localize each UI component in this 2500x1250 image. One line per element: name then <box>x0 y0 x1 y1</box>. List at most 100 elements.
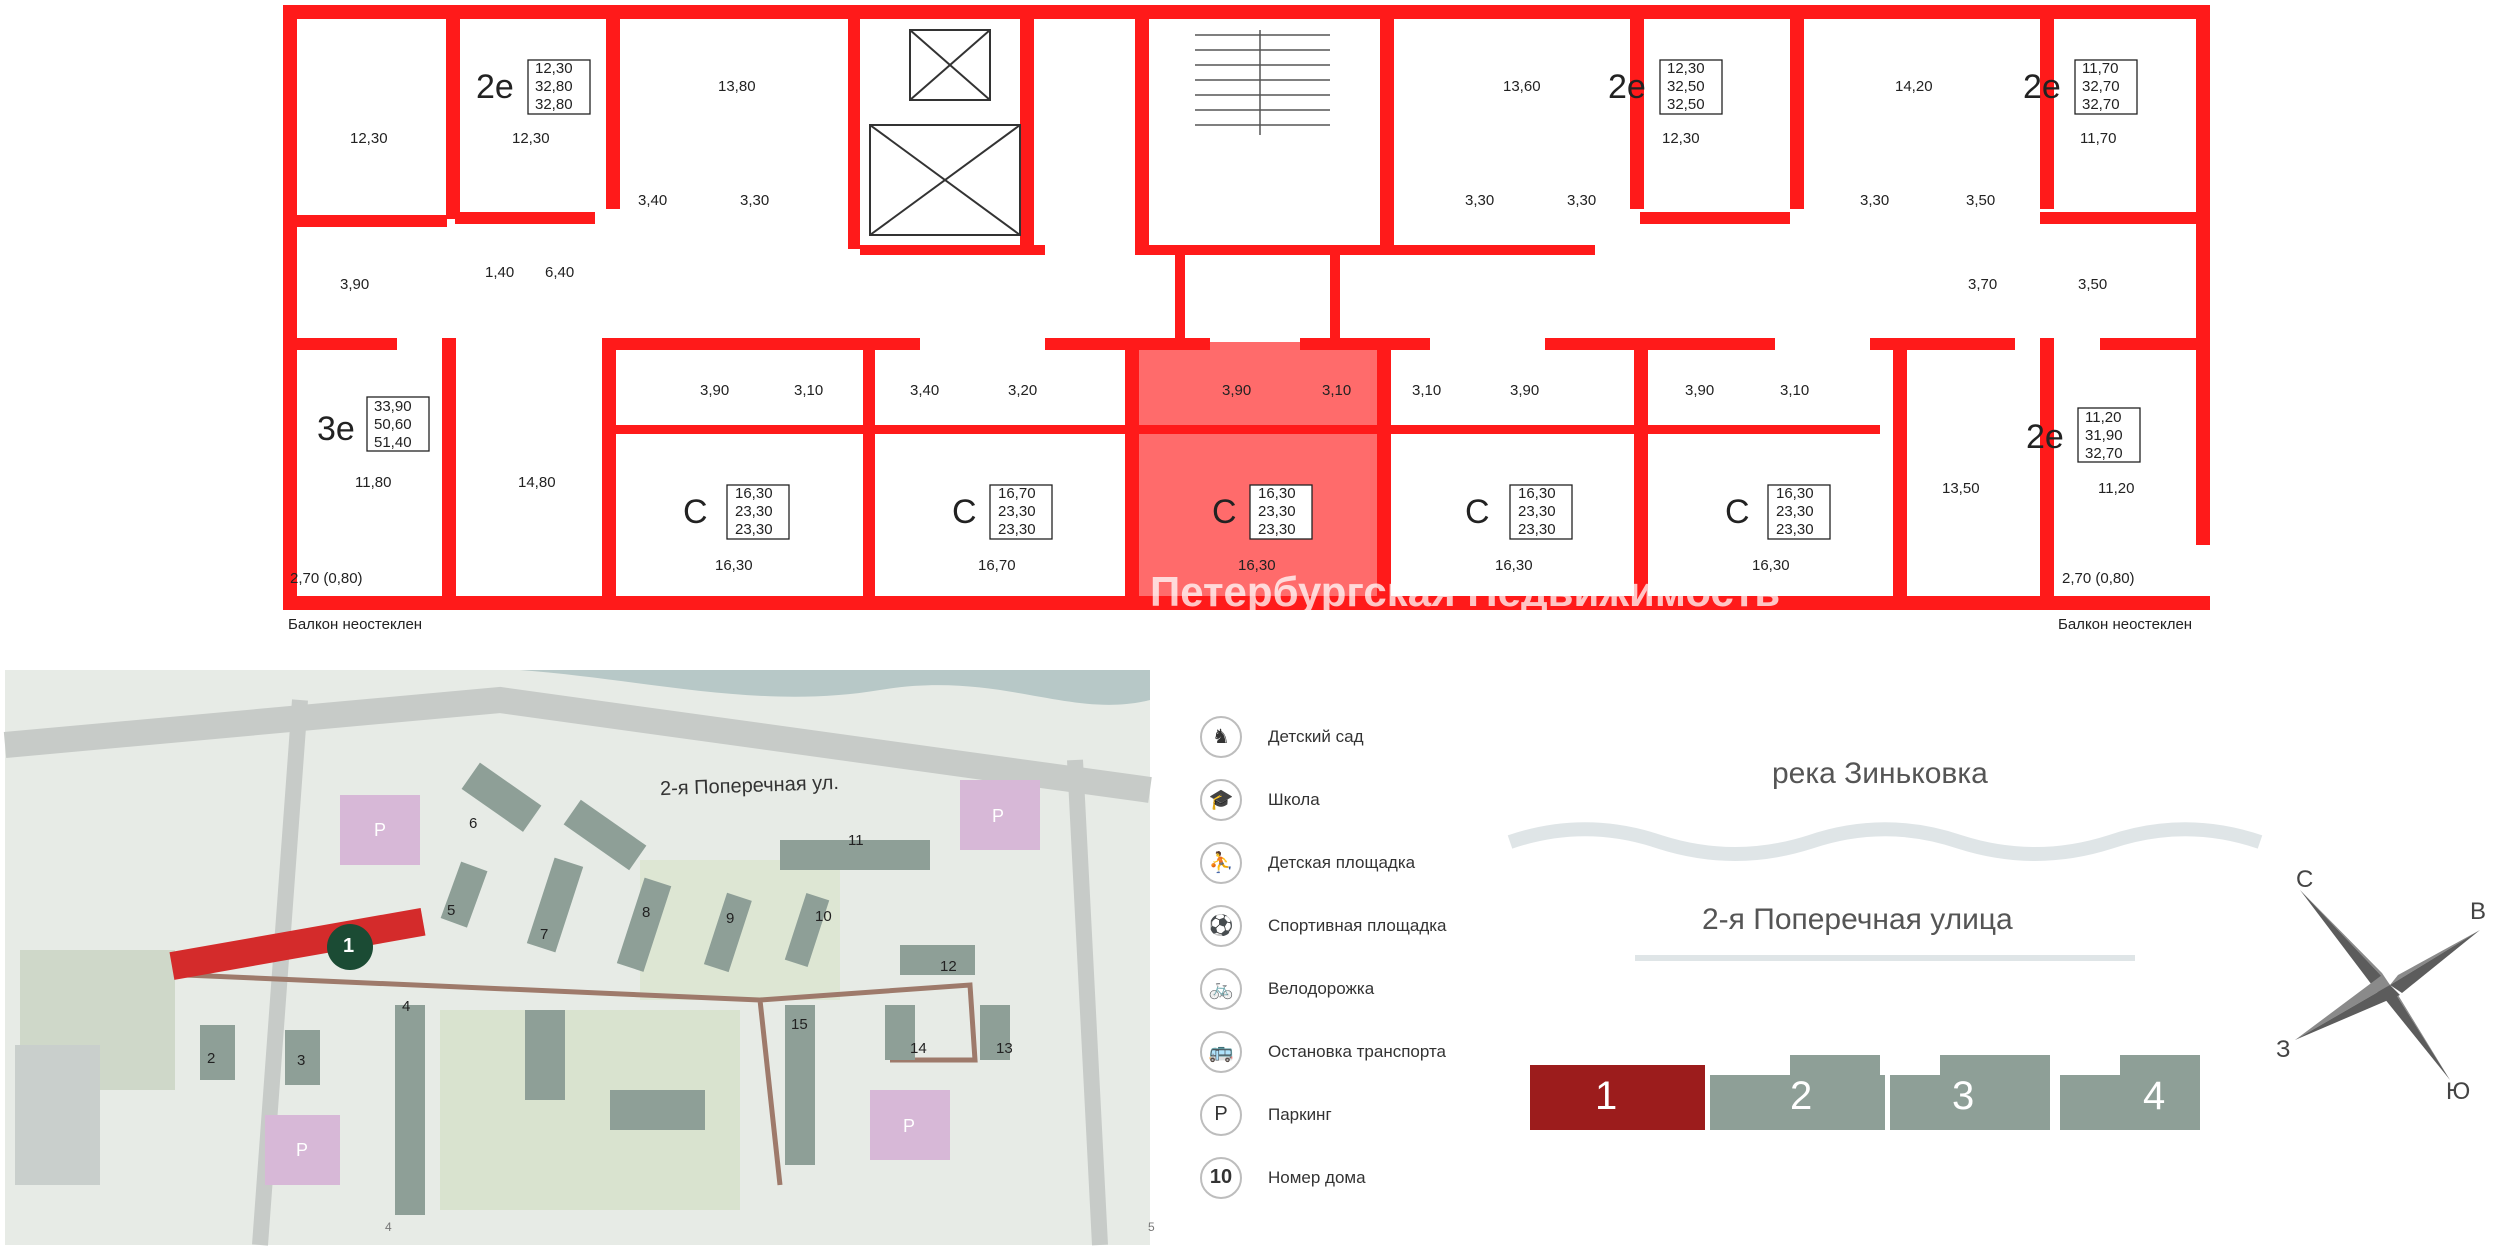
house-number: 7 <box>540 926 549 943</box>
unit-area: 23,30 <box>735 521 773 538</box>
map-axis-tick: 4 <box>385 1220 392 1234</box>
walls <box>283 5 2210 610</box>
section-3[interactable]: 3 <box>1952 1074 1975 1118</box>
room-area: 3,30 <box>740 192 770 209</box>
room-area: 3,90 <box>1222 382 1252 399</box>
legend-item: ♞ Детский сад <box>1200 705 1530 768</box>
house-number: 12 <box>940 958 957 975</box>
unit-area: 23,30 <box>1776 521 1814 538</box>
legend-label: Детский сад <box>1268 726 1364 746</box>
room-area: 3,20 <box>1008 382 1038 399</box>
unit-area: 12,30 <box>1667 60 1705 77</box>
legend-label: Номер дома <box>1268 1167 1366 1187</box>
room-area: 3,40 <box>638 192 668 209</box>
room-area: 3,10 <box>1780 382 1810 399</box>
room-area: 14,80 <box>518 474 556 491</box>
room-area: 13,80 <box>718 78 756 95</box>
unit-type: С <box>1465 493 1490 531</box>
unit-area: 32,70 <box>2082 96 2120 113</box>
legend-item: 🎓 Школа <box>1200 768 1530 831</box>
unit-area: 23,30 <box>1518 521 1556 538</box>
room-area: 3,90 <box>1510 382 1540 399</box>
school-icon: 🎓 <box>1200 778 1242 821</box>
unit-type: 2е <box>2026 418 2064 456</box>
room-area: 3,30 <box>1465 192 1495 209</box>
legend: ♞ Детский сад 🎓 Школа ⛹Детская площадка ⚽С… <box>1200 705 1530 1209</box>
room-area: 3,90 <box>1685 382 1715 399</box>
legend-item: ⛹Детская площадка <box>1200 831 1530 894</box>
house-number: 11 <box>848 832 864 849</box>
unit-area: 16,70 <box>998 485 1036 502</box>
unit-area: 32,70 <box>2085 445 2123 462</box>
room-area: 12,30 <box>512 130 550 147</box>
parking-label: Р <box>296 1140 309 1160</box>
room-area: 11,20 <box>2098 480 2135 497</box>
unit-area: 11,70 <box>2082 60 2119 77</box>
room-area: 3,10 <box>794 382 824 399</box>
unit-badges <box>366 59 2141 540</box>
parking-label: Р <box>903 1116 916 1136</box>
room-area: 3,70 <box>1968 276 1998 293</box>
room-area: 13,60 <box>1503 78 1541 95</box>
room-area: 3,30 <box>1567 192 1597 209</box>
unit-area: 23,30 <box>998 503 1036 520</box>
bus-icon: 🚌 <box>1200 1030 1242 1073</box>
house-number: 10 <box>815 908 832 925</box>
room-area: 13,50 <box>1942 480 1980 497</box>
unit-area: 32,50 <box>1667 78 1705 95</box>
watermark: Петербургская Недвижимость <box>1150 568 1781 615</box>
balcony-area: 2,70 (0,80) <box>290 570 363 587</box>
parking-label: Р <box>374 820 387 840</box>
section-4[interactable]: 4 <box>2143 1074 2166 1118</box>
room-area: 16,30 <box>1495 557 1533 574</box>
room-area: 3,10 <box>1322 382 1352 399</box>
legend-label: Школа <box>1268 789 1320 809</box>
house-number-active[interactable]: 1 <box>343 935 355 957</box>
unit-area: 23,30 <box>998 521 1036 538</box>
unit-type: С <box>952 493 977 531</box>
unit-type: С <box>1725 493 1750 531</box>
unit-area: 32,80 <box>535 78 573 95</box>
legend-item: ⚽Спортивная площадка <box>1200 894 1530 957</box>
section-2[interactable]: 2 <box>1790 1074 1813 1118</box>
balcony-area: 2,70 (0,80) <box>2062 570 2135 587</box>
section-strip <box>1530 1055 2200 1130</box>
section-1[interactable]: 1 <box>1595 1074 1618 1118</box>
compass-west: З <box>2276 1036 2291 1063</box>
unit-area: 32,80 <box>535 96 573 113</box>
house-number: 4 <box>402 998 411 1015</box>
balcony-note: Балкон неостеклен <box>2058 616 2193 633</box>
legend-item: 10 Номер дома <box>1200 1146 1530 1209</box>
legend-item: 🚲 Велодорожка <box>1200 957 1530 1020</box>
kindergarten-icon: ♞ <box>1200 715 1242 758</box>
house-number-icon: 10 <box>1200 1156 1242 1199</box>
balcony-note: Балкон неостеклен <box>288 616 423 633</box>
unit-area: 11,20 <box>2085 409 2122 426</box>
legend-label: Велодорожка <box>1268 978 1375 998</box>
unit-area: 32,50 <box>1667 96 1705 113</box>
room-area: 3,40 <box>910 382 940 399</box>
unit-type: С <box>683 493 708 531</box>
room-area: 16,30 <box>715 557 753 574</box>
unit-type: 2е <box>2023 68 2061 106</box>
room-area: 16,70 <box>978 557 1016 574</box>
house-markers <box>327 924 373 970</box>
unit-area: 23,30 <box>1258 521 1296 538</box>
compass <box>2295 890 2480 1080</box>
compass-east: В <box>2470 898 2487 925</box>
stairs <box>1195 30 1330 135</box>
unit-area: 51,40 <box>374 434 412 451</box>
selected-apartment-fill[interactable] <box>1132 342 1377 610</box>
room-area: 11,80 <box>355 474 392 491</box>
bike-icon: 🚲 <box>1200 967 1242 1010</box>
room-area: 12,30 <box>1662 130 1700 147</box>
legend-item: 🚌Остановка транспорта <box>1200 1020 1530 1083</box>
room-area: 3,50 <box>2078 276 2108 293</box>
sports-icon: ⚽ <box>1200 904 1242 947</box>
house-number: 2 <box>207 1050 216 1067</box>
room-area: 3,90 <box>340 276 370 293</box>
unit-type[interactable]: С <box>1212 493 1237 531</box>
house-number: 6 <box>469 815 478 832</box>
room-area: 16,30 <box>1752 557 1790 574</box>
